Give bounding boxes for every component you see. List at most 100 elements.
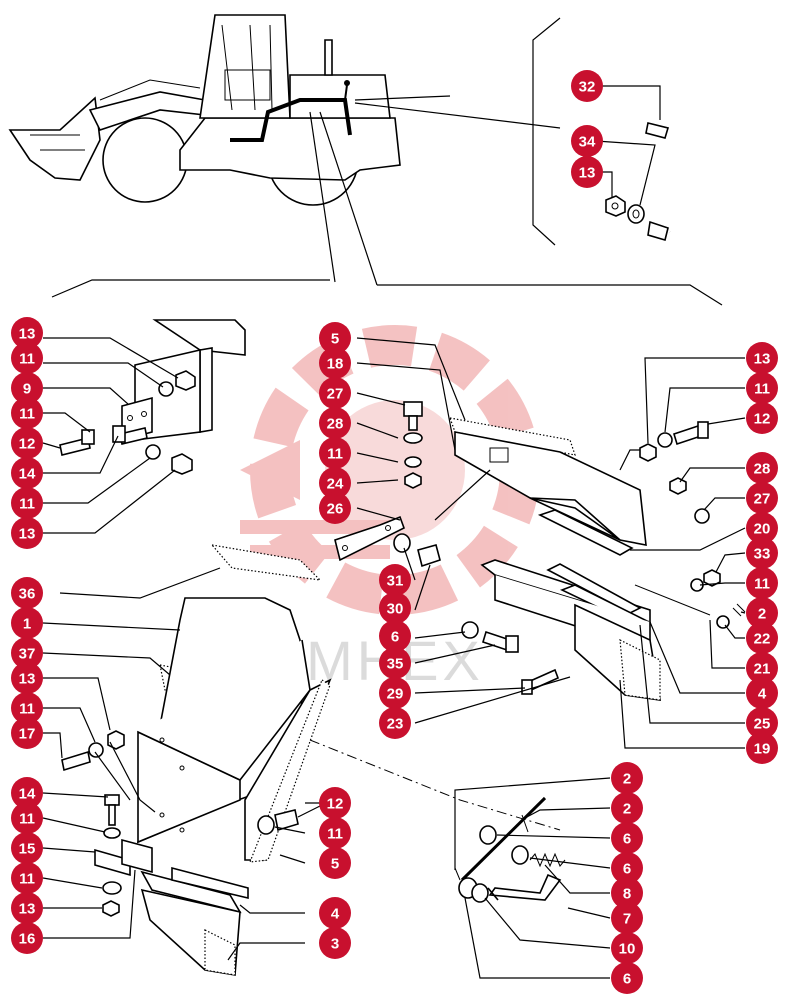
callout-number: 6 bbox=[623, 971, 631, 988]
callout-21: 21 bbox=[746, 652, 778, 684]
nut-icon bbox=[605, 195, 626, 217]
callout-27: 27 bbox=[319, 377, 351, 409]
bolt-icon bbox=[61, 750, 91, 772]
callout-32: 32 bbox=[571, 70, 603, 102]
callout-5: 5 bbox=[319, 847, 351, 879]
callout-number: 15 bbox=[19, 841, 36, 858]
callout-number: 13 bbox=[19, 901, 36, 918]
left-bracket-assembly bbox=[42, 319, 246, 534]
callout-badge bbox=[319, 467, 351, 499]
bolt-icon bbox=[645, 122, 670, 139]
callout-11: 11 bbox=[11, 862, 43, 894]
callout-badge bbox=[746, 537, 778, 569]
callout-1: 1 bbox=[11, 607, 43, 639]
callout-number: 22 bbox=[754, 631, 771, 648]
callout-badge bbox=[746, 482, 778, 514]
callout-6: 6 bbox=[611, 962, 643, 994]
callout-25: 25 bbox=[746, 707, 778, 739]
callout-16: 16 bbox=[11, 922, 43, 954]
washer-icon bbox=[511, 845, 529, 865]
bolt-icon bbox=[112, 425, 148, 445]
nut-icon bbox=[175, 370, 196, 391]
callout-layer: 3234131311911121411135182728112426131112… bbox=[11, 70, 778, 994]
callout-number: 8 bbox=[623, 886, 631, 903]
callout-26: 26 bbox=[319, 492, 351, 524]
washer-icon bbox=[627, 204, 645, 224]
callout-number: 28 bbox=[327, 416, 344, 433]
callout-11: 11 bbox=[11, 802, 43, 834]
callout-15: 15 bbox=[11, 832, 43, 864]
callout-number: 2 bbox=[623, 801, 631, 818]
callout-35: 35 bbox=[379, 647, 411, 679]
callout-number: 6 bbox=[623, 861, 631, 878]
callout-number: 2 bbox=[758, 606, 766, 623]
washer-icon bbox=[257, 815, 275, 835]
callout-2: 2 bbox=[611, 762, 643, 794]
callout-22: 22 bbox=[746, 622, 778, 654]
callout-number: 37 bbox=[19, 646, 36, 663]
nut-icon bbox=[107, 730, 125, 750]
callout-20: 20 bbox=[746, 512, 778, 544]
callout-badge bbox=[746, 652, 778, 684]
washer-icon bbox=[716, 615, 730, 629]
callout-37: 37 bbox=[11, 637, 43, 669]
mudflap-assembly bbox=[414, 467, 746, 749]
callout-30: 30 bbox=[379, 592, 411, 624]
callout-number: 4 bbox=[331, 906, 340, 923]
bolt-icon bbox=[647, 220, 669, 242]
callout-badge bbox=[379, 677, 411, 709]
callout-badge bbox=[11, 517, 43, 549]
callout-13: 13 bbox=[571, 156, 603, 188]
callout-badge bbox=[319, 347, 351, 379]
callout-number: 5 bbox=[331, 331, 339, 348]
callout-badge bbox=[611, 932, 643, 964]
callout-badge bbox=[11, 922, 43, 954]
callout-number: 11 bbox=[19, 701, 35, 718]
callout-number: 33 bbox=[754, 546, 771, 563]
callout-14: 14 bbox=[11, 777, 43, 809]
callout-19: 19 bbox=[746, 732, 778, 764]
callout-number: 13 bbox=[19, 526, 36, 543]
callout-14: 14 bbox=[11, 457, 43, 489]
callout-badge bbox=[319, 847, 351, 879]
callout-2: 2 bbox=[611, 792, 643, 824]
callout-number: 13 bbox=[754, 351, 771, 368]
callout-number: 31 bbox=[387, 573, 404, 590]
callout-11: 11 bbox=[11, 342, 43, 374]
callout-9: 9 bbox=[11, 372, 43, 404]
callout-24: 24 bbox=[319, 467, 351, 499]
callout-number: 20 bbox=[754, 521, 771, 538]
callout-13: 13 bbox=[11, 662, 43, 694]
callout-badge bbox=[11, 372, 43, 404]
washer-icon bbox=[657, 432, 673, 448]
bolt-icon bbox=[673, 421, 709, 446]
callout-11: 11 bbox=[11, 487, 43, 519]
callout-number: 12 bbox=[19, 436, 36, 453]
callout-28: 28 bbox=[319, 407, 351, 439]
callout-badge bbox=[11, 487, 43, 519]
callout-2: 2 bbox=[746, 597, 778, 629]
leader-lines-machine bbox=[51, 17, 723, 306]
callout-12: 12 bbox=[319, 787, 351, 819]
bolt-icon bbox=[274, 809, 299, 832]
callout-badge bbox=[571, 125, 603, 157]
callout-badge bbox=[319, 492, 351, 524]
callout-badge bbox=[746, 402, 778, 434]
callout-number: 17 bbox=[19, 726, 36, 743]
callout-number: 29 bbox=[387, 686, 404, 703]
fender-assembly bbox=[42, 544, 332, 976]
washer-icon bbox=[694, 508, 710, 524]
callout-number: 13 bbox=[19, 326, 36, 343]
callout-number: 34 bbox=[579, 134, 596, 151]
callout-29: 29 bbox=[379, 677, 411, 709]
callout-number: 11 bbox=[19, 811, 35, 828]
callout-number: 25 bbox=[754, 716, 771, 733]
rod-spring-detail bbox=[309, 739, 611, 979]
bolt-icon bbox=[482, 630, 519, 653]
callout-badge bbox=[611, 962, 643, 994]
callout-11: 11 bbox=[746, 567, 778, 599]
washer-icon bbox=[88, 742, 104, 758]
callout-number: 11 bbox=[19, 496, 35, 513]
fender-mount-assembly bbox=[334, 337, 746, 611]
callout-11: 11 bbox=[11, 397, 43, 429]
